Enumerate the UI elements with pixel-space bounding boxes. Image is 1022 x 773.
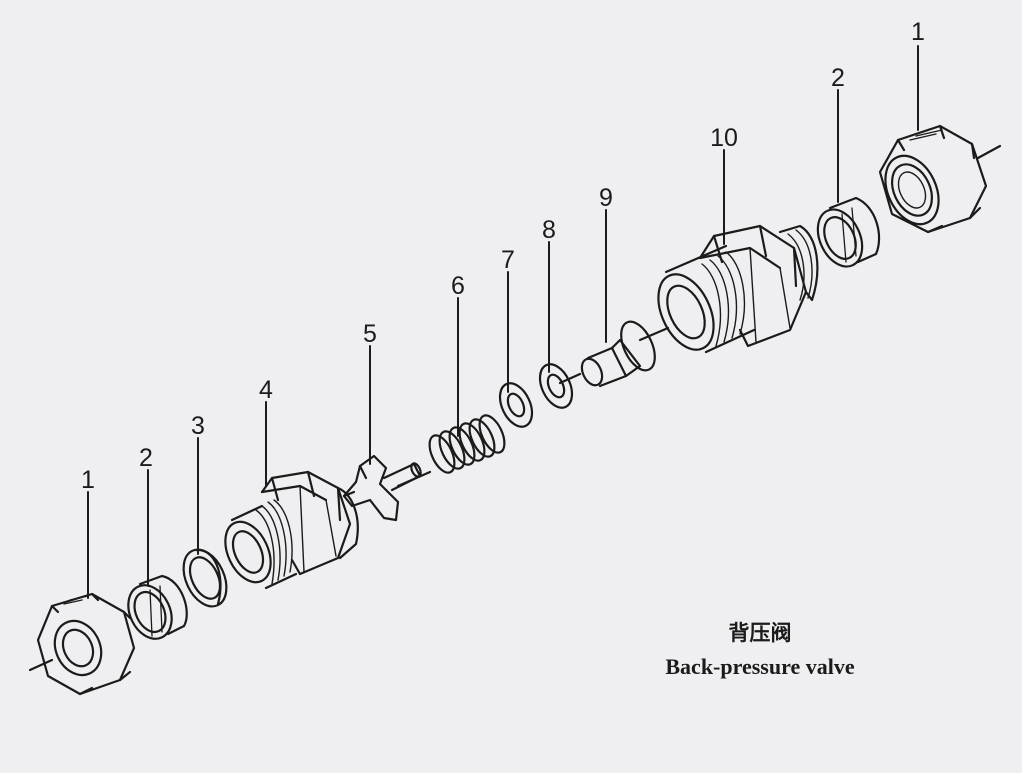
leader-lines [87, 45, 919, 599]
part-number-2-right: 2 [831, 64, 845, 92]
part-numbers: 1 2 3 4 5 6 7 8 9 10 2 1 [81, 18, 925, 494]
valve-seat-9 [580, 320, 656, 388]
part-number-6: 6 [451, 272, 465, 300]
valve-body-10 [657, 224, 819, 354]
part-number-7: 7 [501, 246, 515, 274]
caption-english: Back-pressure valve [665, 654, 854, 679]
ferrule-right [816, 196, 881, 268]
washer-3 [182, 548, 228, 608]
valve-body-4 [224, 470, 359, 590]
valve-disc-5 [342, 454, 422, 522]
part-number-5: 5 [363, 320, 377, 348]
part-number-2-left: 2 [139, 444, 153, 472]
caption: 背压阀 Back-pressure valve [665, 620, 854, 679]
part-number-4: 4 [259, 376, 273, 404]
hex-nut-left [36, 592, 136, 696]
part-number-3: 3 [191, 412, 205, 440]
part-number-1-left: 1 [81, 466, 95, 494]
part-number-10: 10 [710, 124, 738, 152]
part-number-1-right: 1 [911, 18, 925, 46]
washer-7 [498, 382, 534, 428]
part-number-8: 8 [542, 216, 556, 244]
hex-nut-right [878, 124, 988, 234]
ferrule-left [127, 574, 188, 640]
caption-chinese: 背压阀 [729, 620, 792, 645]
washer-8 [538, 363, 574, 409]
part-number-9: 9 [599, 184, 613, 212]
spring-6 [428, 414, 506, 474]
